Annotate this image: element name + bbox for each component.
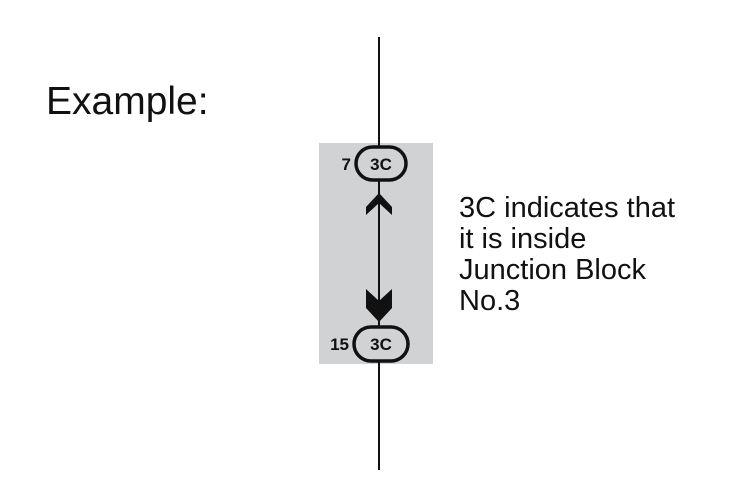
note-line: it is inside <box>459 223 587 255</box>
note-line: 3C indicates that <box>459 192 676 224</box>
connector-bottom-pin: 15 <box>330 335 349 354</box>
connector-bottom-pill <box>352 325 410 363</box>
note-line: No.3 <box>459 285 521 317</box>
connector-bottom: 3C 15 <box>330 325 410 363</box>
connector-top-label: 3C <box>370 155 392 174</box>
junction-block-note: 3C indicates that it is inside Junction … <box>459 193 675 317</box>
connector-bottom-label: 3C <box>370 335 392 354</box>
connector-top-pin: 7 <box>342 155 351 174</box>
example-heading: Example: <box>46 80 209 123</box>
arrow-down-icon <box>366 289 392 322</box>
connector-top-pill <box>354 145 408 182</box>
arrow-up-icon <box>366 193 392 215</box>
note-line: Junction Block <box>459 254 646 286</box>
connector-top: 3C 7 <box>342 145 408 182</box>
